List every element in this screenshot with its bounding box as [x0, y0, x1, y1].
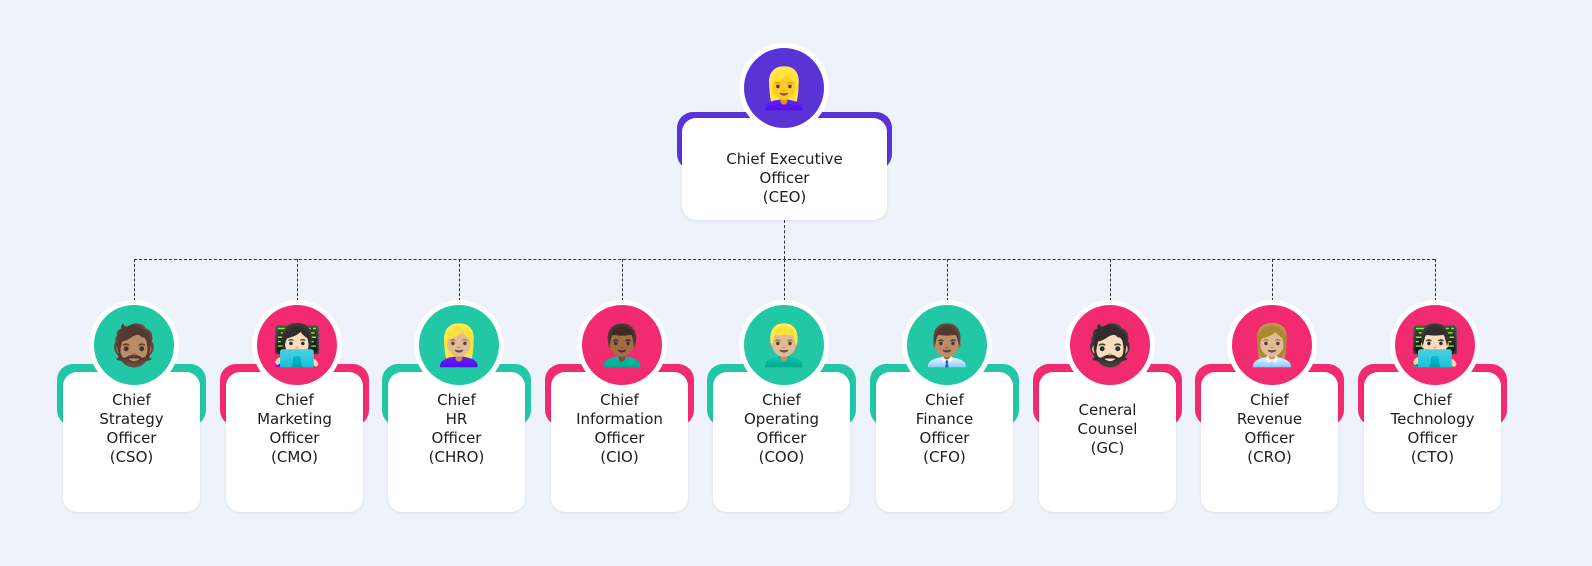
report-card: Chief Revenue Officer (CRO) — [1201, 372, 1338, 512]
ceo-avatar: 👱‍♀️ — [739, 43, 829, 133]
report-connector — [134, 259, 135, 301]
report-card: Chief Marketing Officer (CMO) — [226, 372, 363, 512]
report-connector — [297, 259, 298, 301]
report-avatar-emoji: 🧔🏻 — [1085, 322, 1135, 369]
report-title: Chief Finance Officer (CFO) — [915, 391, 974, 466]
report-avatar: 👩🏻‍💻 — [252, 300, 342, 390]
report-connector — [947, 259, 948, 301]
report-avatar-emoji: 👱🏼‍♂️ — [759, 322, 809, 369]
report-avatar: 🧔🏻 — [1065, 300, 1155, 390]
report-card: Chief Information Officer (CIO) — [551, 372, 688, 512]
report-avatar-emoji: 👨🏾‍🦱 — [597, 322, 647, 369]
ceo-connector — [784, 220, 785, 259]
report-title: Chief Strategy Officer (CSO) — [99, 391, 164, 466]
report-connector — [459, 259, 460, 301]
report-title: Chief Information Officer (CIO) — [576, 391, 663, 466]
report-avatar: 🧔🏽 — [89, 300, 179, 390]
report-avatar-emoji: 👨🏽‍💼 — [922, 322, 972, 369]
report-connector — [1272, 259, 1273, 301]
ceo-title: Chief Executive Officer (CEO) — [726, 149, 843, 206]
report-avatar: 👱🏼‍♂️ — [739, 300, 829, 390]
report-connector — [1110, 259, 1111, 301]
report-card: Chief Strategy Officer (CSO) — [63, 372, 200, 512]
report-avatar: 👨🏾‍🦱 — [577, 300, 667, 390]
report-title: Chief Revenue Officer (CRO) — [1236, 391, 1303, 466]
report-card: Ceneral Counsel (GC) — [1039, 372, 1176, 512]
report-title: Chief Marketing Officer (CMO) — [257, 391, 332, 466]
report-connector — [622, 259, 623, 301]
ceo-card: Chief Executive Officer (CEO) — [682, 118, 887, 220]
report-avatar-emoji: 👱🏼‍♀️ — [434, 322, 484, 369]
report-title: Chief Technology Officer (CTO) — [1390, 391, 1475, 466]
report-card: Chief HR Officer (CHRO) — [388, 372, 525, 512]
report-avatar-emoji: 🧔🏽 — [109, 322, 159, 369]
report-avatar: 👨🏻‍💻 — [1390, 300, 1480, 390]
report-card: Chief Technology Officer (CTO) — [1364, 372, 1501, 512]
report-title: Ceneral Counsel (GC) — [1077, 400, 1138, 457]
report-avatar: 👱🏼‍♀️ — [414, 300, 504, 390]
report-title: Chief Operating Officer (COO) — [744, 391, 819, 466]
report-connector — [784, 259, 785, 301]
report-connector — [1435, 259, 1436, 301]
ceo-avatar-emoji: 👱‍♀️ — [759, 65, 809, 112]
report-avatar-emoji: 👨🏻‍💻 — [1410, 322, 1460, 369]
report-avatar-emoji: 👩🏼‍💼 — [1247, 322, 1297, 369]
report-avatar-emoji: 👩🏻‍💻 — [272, 322, 322, 369]
report-title: Chief HR Officer (CHRO) — [428, 391, 485, 466]
report-card: Chief Operating Officer (COO) — [713, 372, 850, 512]
report-card: Chief Finance Officer (CFO) — [876, 372, 1013, 512]
report-avatar: 👩🏼‍💼 — [1227, 300, 1317, 390]
report-avatar: 👨🏽‍💼 — [902, 300, 992, 390]
